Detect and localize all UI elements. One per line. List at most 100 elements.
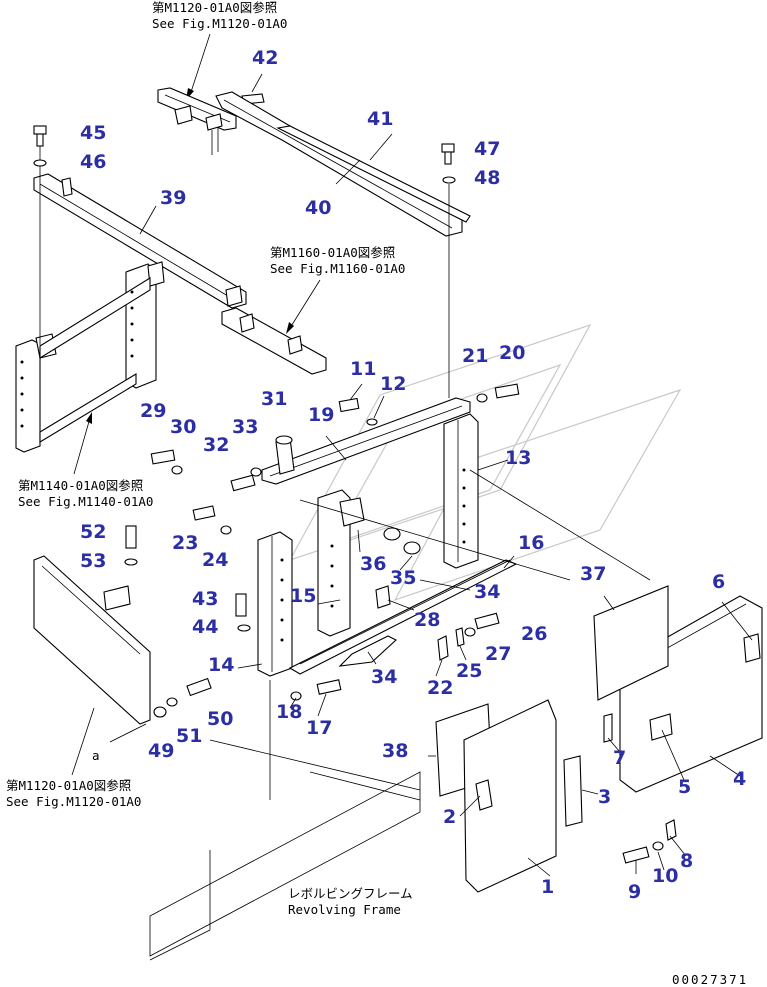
callout-5: 5 [678,776,691,798]
callout-49: 49 [148,740,174,762]
callout-27: 27 [485,643,511,665]
callouts: 1 2 3 4 5 6 7 8 9 10 11 12 13 14 15 16 1… [80,47,746,903]
top-bracket [157,87,237,155]
callout-45: 45 [80,122,106,144]
callout-17: 17 [306,717,332,739]
leaders [139,73,753,877]
post-14 [257,531,293,677]
rail-19 [261,397,471,485]
svg-text:第M1140-01A0図参照: 第M1140-01A0図参照 [18,478,143,493]
svg-text:See Fig.M1140-01A0: See Fig.M1140-01A0 [18,494,153,509]
washer-48 [442,176,456,184]
post-13 [443,413,479,569]
callout-31: 31 [261,388,287,410]
callout-46: 46 [80,151,106,173]
svg-text:See Fig.M1160-01A0: See Fig.M1160-01A0 [270,261,405,276]
callout-16: 16 [518,532,544,554]
callout-25: 25 [456,660,482,682]
ref-bottom-left: 第M1120-01A0図参照 See Fig.M1120-01A0 a [6,707,147,809]
bracket-28 [375,585,391,609]
callout-41: 41 [367,108,393,130]
callout-1: 1 [541,876,554,898]
callout-7: 7 [613,747,626,769]
bolt-45 [33,125,47,147]
callout-4: 4 [733,768,746,790]
callout-9: 9 [628,881,641,903]
callout-21: 21 [462,345,488,367]
clip-22 [437,635,449,661]
callout-11: 11 [350,358,376,380]
figure-code: 00027371 [672,972,748,987]
callout-43: 43 [192,588,218,610]
callout-42: 42 [252,47,278,69]
callout-51: 51 [176,725,202,747]
callout-34a: 34 [474,581,500,603]
svg-text:第M1120-01A0図参照: 第M1120-01A0図参照 [6,778,131,793]
callout-36: 36 [360,553,386,575]
callout-15: 15 [290,585,316,607]
ref-top: 第M1120-01A0図参照 See Fig.M1120-01A0 [152,0,287,100]
callout-2: 2 [443,806,456,828]
ref-middle: 第M1160-01A0図参照 See Fig.M1160-01A0 [270,245,405,334]
washers [124,393,664,851]
callout-6: 6 [712,571,725,593]
callout-39: 39 [160,187,186,209]
svg-text:第M1160-01A0図参照: 第M1160-01A0図参照 [270,245,395,260]
bracket-31 [275,435,295,475]
callout-3: 3 [598,786,611,808]
washer-46 [33,159,47,167]
callout-40: 40 [305,197,331,219]
svg-text:第M1120-01A0図参照: 第M1120-01A0図参照 [152,0,277,15]
frame-39 [15,173,247,453]
callout-34b: 34 [371,666,397,688]
svg-text:See Fig.M1120-01A0: See Fig.M1120-01A0 [6,794,141,809]
channel-40 [215,91,463,237]
plate-34 [338,635,397,667]
callout-38: 38 [382,740,408,762]
post-15 [317,489,365,637]
callout-8: 8 [680,850,693,872]
svg-text:レボルビングフレーム: レボルビングフレーム [288,886,413,901]
callout-48: 48 [474,167,500,189]
ref-left: 第M1140-01A0図参照 See Fig.M1140-01A0 [18,412,153,509]
callout-44: 44 [192,616,218,638]
callout-22: 22 [427,677,453,699]
callout-18: 18 [276,701,302,723]
callout-20: 20 [499,342,525,364]
clip-8 [665,819,677,841]
callout-12: 12 [380,373,406,395]
pad-7 [603,713,613,743]
svg-text:See Fig.M1120-01A0: See Fig.M1120-01A0 [152,16,287,31]
callout-37: 37 [580,563,606,585]
callout-29: 29 [140,400,166,422]
callout-33: 33 [232,416,258,438]
callout-26: 26 [521,623,547,645]
callout-53: 53 [80,550,106,572]
pad-37 [593,585,669,701]
revolving-frame: レボルビングフレーム Revolving Frame [149,680,421,961]
door-1 [463,699,557,893]
callout-13: 13 [505,447,531,469]
callout-52: 52 [80,521,106,543]
svg-text:a: a [92,748,100,763]
callout-19: 19 [308,404,334,426]
bolt-47 [441,143,455,165]
strip-3 [563,755,583,827]
callout-10: 10 [652,865,678,887]
callout-35: 35 [390,567,416,589]
callout-23: 23 [172,532,198,554]
svg-text:Revolving Frame: Revolving Frame [288,902,401,917]
middle-bracket [221,307,327,375]
callout-50: 50 [207,708,233,730]
clip-25 [455,627,465,647]
callout-24: 24 [202,549,228,571]
callout-32: 32 [203,434,229,456]
callout-28: 28 [414,609,440,631]
strip-41 [276,125,471,223]
bolts [125,383,650,864]
callout-14: 14 [208,654,234,676]
cover-52-53 [33,555,151,725]
callout-47: 47 [474,138,500,160]
callout-30: 30 [170,416,196,438]
